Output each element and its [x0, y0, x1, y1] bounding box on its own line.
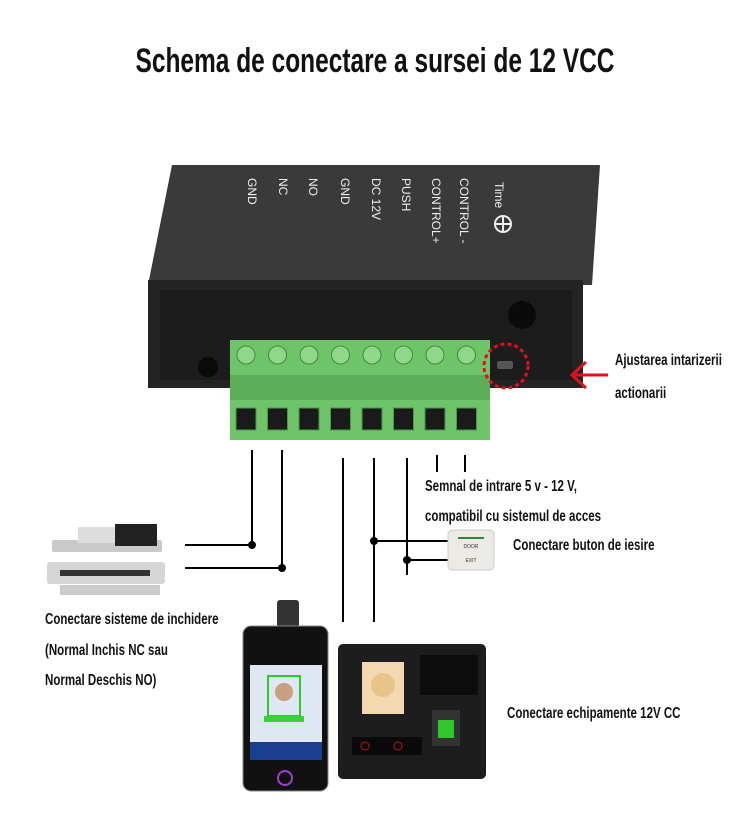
terminal-label: DC 12V: [369, 178, 383, 220]
terminal-wire-slot: [393, 407, 414, 431]
fingerprint-terminal-image: [338, 644, 486, 779]
delay-highlight-circle: [482, 342, 530, 390]
exit-button-image: DOOR EXIT: [447, 529, 495, 571]
locks-label-line1: Conectare sisteme de inchidere: [45, 611, 219, 628]
terminal-screw[interactable]: [236, 345, 256, 365]
wires: [185, 450, 466, 622]
terminal-wire-slot: [456, 407, 477, 431]
terminal-label: PUSH: [399, 178, 413, 211]
terminal-wire-slot: [424, 407, 446, 431]
terminal-label: CONTROL+: [429, 178, 443, 244]
terminal-screw[interactable]: [331, 345, 350, 365]
wire-junctions: [248, 537, 411, 572]
terminal-labels: CONTROL - CONTROL+ PUSH DC 12V GND NO NC GND: [245, 178, 471, 244]
devices-label: Conectare echipamente 12V CC: [507, 705, 681, 722]
terminal-wire-slot: [267, 407, 288, 431]
electric-lock-images: [47, 524, 165, 595]
delay-label-line1: Ajustarea intarizerii: [615, 352, 722, 369]
exit-button-top-text: DOOR: [464, 544, 479, 550]
exit-button-bottom-text: EXIT: [465, 558, 476, 564]
input-signal-line2: compatibil cu sistemul de acces: [425, 508, 602, 525]
terminal-label: CONTROL -: [457, 178, 471, 244]
locks-label-line3: Normal Deschis NO): [45, 672, 157, 689]
mounting-hole: [508, 301, 536, 329]
terminal-wire-slot: [361, 407, 383, 431]
delay-label-line2: actionarii: [615, 385, 667, 402]
input-signal-line1: Semnal de intrare 5 v - 12 V,: [425, 478, 577, 495]
terminal-screw[interactable]: [362, 345, 382, 365]
terminal-screw[interactable]: [299, 345, 319, 365]
terminal-wire-slot: [235, 407, 257, 431]
terminal-screw[interactable]: [268, 345, 287, 365]
power-supply-unit: CONTROL - CONTROL+ PUSH DC 12V GND NO NC GND Ti…: [148, 165, 600, 388]
exit-button-label: Conectare buton de iesire: [513, 537, 655, 554]
terminal-screw[interactable]: [425, 345, 445, 365]
terminal-label: GND: [338, 178, 352, 205]
terminal-wire-slot: [298, 407, 320, 431]
diagram-title: Schema de conectare a sursei de 12 VCC: [135, 42, 615, 80]
terminal-label: NO: [306, 178, 320, 196]
terminal-screw[interactable]: [457, 345, 476, 365]
terminal-block: [230, 340, 490, 440]
delay-potentiometer[interactable]: [497, 361, 513, 369]
case-top-face: [148, 165, 600, 285]
terminal-label: GND: [245, 178, 259, 205]
terminal-wire-slot: [330, 407, 351, 431]
terminal-screw[interactable]: [394, 345, 413, 365]
red-arrow-icon: [569, 360, 608, 390]
terminal-label: NC: [276, 178, 290, 196]
mounting-hole: [198, 357, 218, 377]
face-recognition-terminal-image: [242, 600, 329, 792]
locks-label-line2: (Normal Inchis NC sau: [45, 642, 168, 659]
time-label: Time: [492, 182, 506, 209]
